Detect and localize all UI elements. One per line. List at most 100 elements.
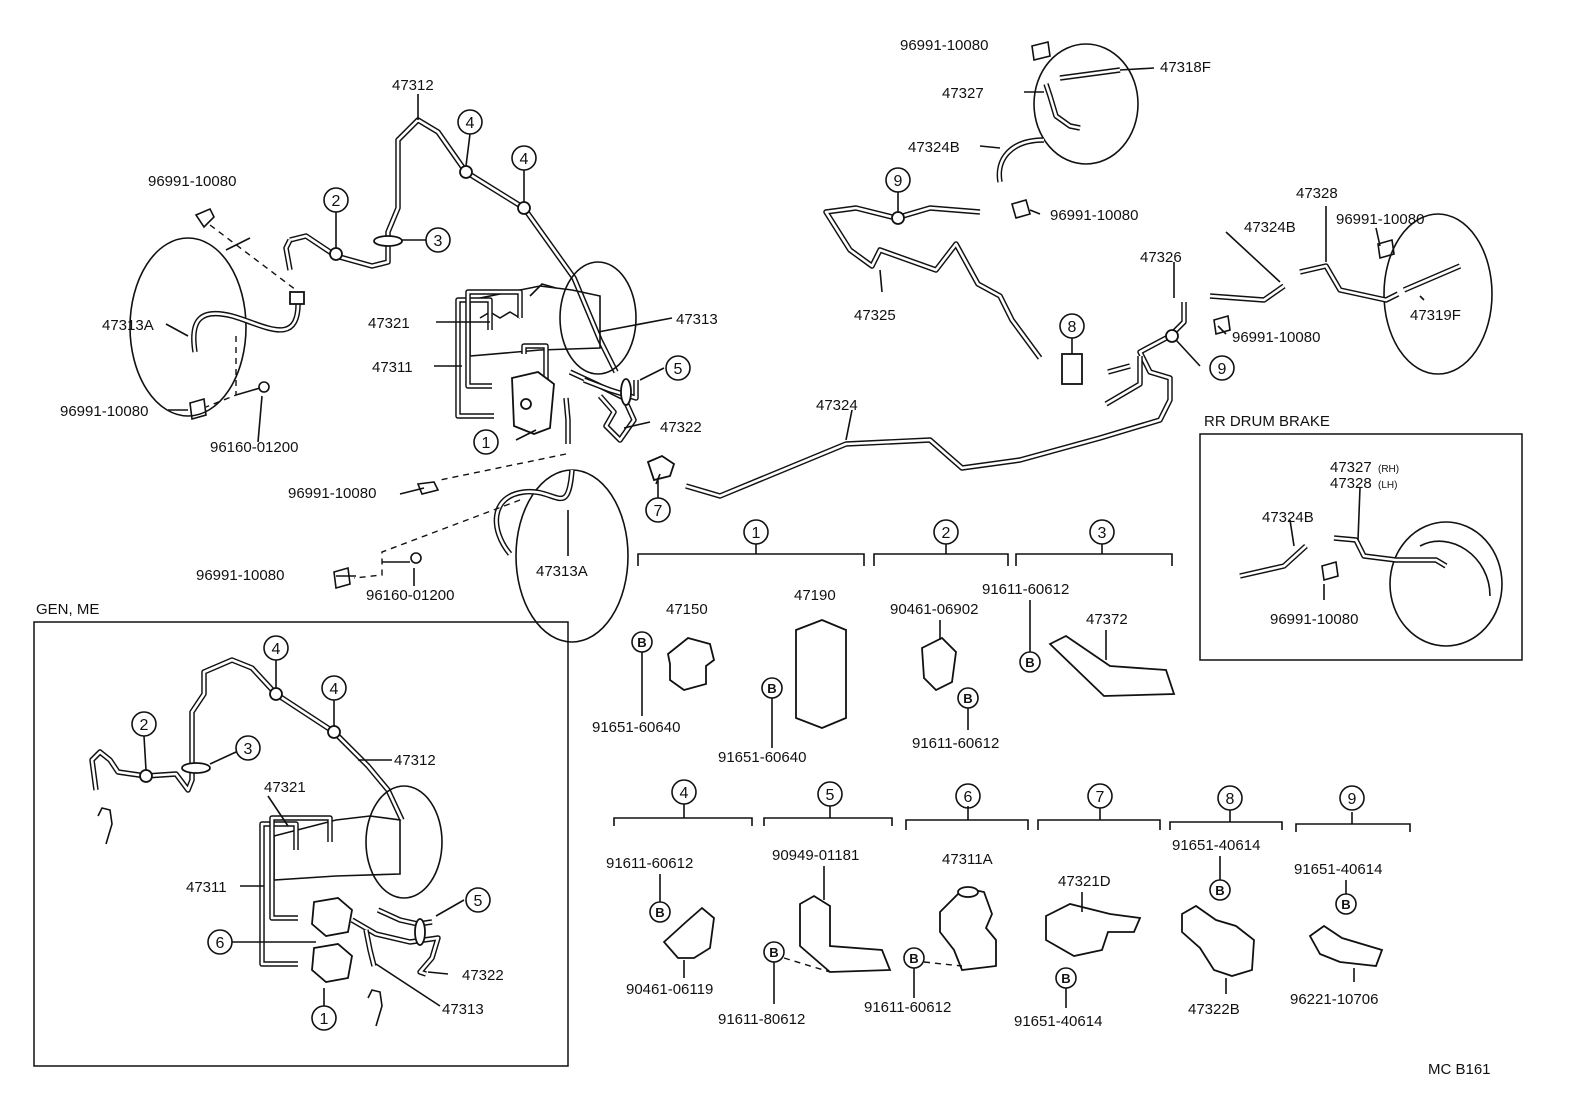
rear-brake-upper (1033, 43, 1139, 165)
callout-96991-10080: 96991-10080 (1232, 329, 1320, 346)
detail-3-part-47372: 47372 (1086, 611, 1128, 628)
callout-47324b: 47324B (1244, 219, 1296, 236)
hose-47313a-bottom (493, 469, 575, 556)
callout-47324: 47324 (816, 397, 858, 414)
callout-96991-10080: 96991-10080 (900, 37, 988, 54)
svg-text:2: 2 (140, 717, 149, 734)
right-brake-disc (515, 469, 629, 643)
detail-5-bolt-91611-80612: 91611-80612 (718, 1011, 805, 1028)
clip-icon (194, 207, 215, 229)
gen-circle-num-6: 6 (207, 929, 233, 955)
callout-96991-10080: 96991-10080 (60, 403, 148, 420)
detail-6-part-47311a: 47311A (942, 851, 993, 868)
rear-brake-right (1383, 213, 1493, 375)
callout-47313a: 47313A (536, 563, 588, 580)
detail-8-bolt-91651-40614: 91651-40614 (1172, 837, 1260, 854)
detail-8-header: 8 (1169, 785, 1283, 830)
rr-hose-47324b (1239, 543, 1308, 579)
detail-5-header: 5 (763, 781, 893, 826)
detail-4-bolt-91611-60612: 91611-60612 (606, 855, 693, 872)
brake-tube-47321 (465, 289, 523, 389)
callout-96991-10080: 96991-10080 (1336, 211, 1424, 228)
gen-circle-num-3: 3 (235, 735, 261, 761)
detail-7-part-47321d: 47321D (1058, 873, 1111, 890)
bolt-b-icon: B (957, 687, 979, 709)
svg-text:B: B (1025, 655, 1034, 670)
circle-num-4: 4 (457, 109, 483, 135)
detail-1-header: 1 (637, 519, 865, 566)
callout-47319f: 47319F (1410, 307, 1461, 324)
ring-icon (410, 552, 422, 564)
callout-47318f: 47318F (1160, 59, 1211, 76)
clip-icon (1213, 314, 1231, 336)
grommet-3 (373, 235, 403, 247)
callout-47324b: 47324B (908, 139, 960, 156)
detail-1-part-47190: 47190 (794, 587, 836, 604)
detail-2-part-90461-06902: 90461-06902 (890, 601, 978, 618)
detail-1-part-47150: 47150 (666, 601, 708, 618)
svg-text:4: 4 (330, 681, 339, 698)
gen-callout-47311: 47311 (186, 879, 227, 896)
detail-4-header: 4 (613, 779, 753, 826)
detail-1-bolt-91651-60640: 91651-60640 (718, 749, 806, 766)
bolt-b-icon: B (903, 947, 925, 969)
svg-text:B: B (1061, 971, 1070, 986)
gen-callout-47312: 47312 (394, 752, 436, 769)
svg-text:B: B (1215, 883, 1224, 898)
svg-text:1: 1 (320, 1011, 329, 1028)
callout-47322: 47322 (660, 419, 702, 436)
clamp-4-marker-b (517, 201, 531, 215)
svg-text:B: B (655, 905, 664, 920)
detail-1-bolt-91651-60640: 91651-60640 (592, 719, 680, 736)
tee-union-47150 (667, 637, 716, 691)
bolt-b-icon: B (1209, 879, 1231, 901)
rr-callout-47328: 47328 (1330, 475, 1372, 492)
svg-text:B: B (909, 951, 918, 966)
rr-callout-96991-10080: 96991-10080 (1270, 611, 1358, 628)
brake-tube-47312 (289, 117, 619, 374)
clip-icon (416, 481, 440, 495)
callout-47328: 47328 (1296, 185, 1338, 202)
detail-9-bolt-91651-40614: 91651-40614 (1294, 861, 1382, 878)
callout-96160-01200: 96160-01200 (210, 439, 298, 456)
svg-text:3: 3 (1098, 525, 1107, 542)
brake-tube-47311 (455, 297, 494, 419)
gen-callout-47313: 47313 (442, 1001, 484, 1018)
bolt-b-icon: B (1335, 893, 1357, 915)
callout-96160-01200: 96160-01200 (366, 587, 454, 604)
gen-brake-tube-47312 (89, 657, 405, 822)
svg-text:B: B (769, 945, 778, 960)
gen-brake-tube-47311 (259, 821, 299, 967)
callout-47327: 47327 (942, 85, 984, 102)
svg-text:9: 9 (1348, 791, 1357, 808)
clamp-9-marker-b (1165, 329, 1179, 343)
detail-9-header: 9 (1295, 785, 1411, 832)
svg-text:4: 4 (680, 785, 689, 802)
svg-text:3: 3 (434, 233, 443, 250)
rr-drum-brake-box (1199, 433, 1523, 661)
svg-text:1: 1 (752, 525, 761, 542)
bolt-b-icon: B (763, 941, 785, 963)
svg-text:B: B (637, 635, 646, 650)
proportioning-valve-1 (511, 371, 555, 435)
svg-text:3: 3 (244, 741, 253, 758)
clamp-2-marker (329, 247, 343, 261)
svg-text:7: 7 (654, 503, 663, 520)
clamp-5-marker (620, 378, 632, 406)
detail-5-part-90949-01181: 90949-01181 (772, 847, 859, 864)
gen-circle-num-5: 5 (465, 887, 491, 913)
svg-text:7: 7 (1096, 789, 1105, 806)
circle-num-4: 4 (511, 145, 537, 171)
callout-47325: 47325 (854, 307, 896, 324)
bolt-b-icon: B (649, 901, 671, 923)
svg-text:5: 5 (474, 893, 483, 910)
circle-num-5: 5 (665, 355, 691, 381)
gen-circle-num-1: 1 (311, 1005, 337, 1031)
callout-96991-10080: 96991-10080 (288, 485, 376, 502)
union-47321d (1045, 903, 1142, 957)
svg-text:5: 5 (826, 787, 835, 804)
svg-text:2: 2 (942, 525, 951, 542)
callout-96991-10080: 96991-10080 (196, 567, 284, 584)
bolt-b-icon: B (1019, 651, 1041, 673)
